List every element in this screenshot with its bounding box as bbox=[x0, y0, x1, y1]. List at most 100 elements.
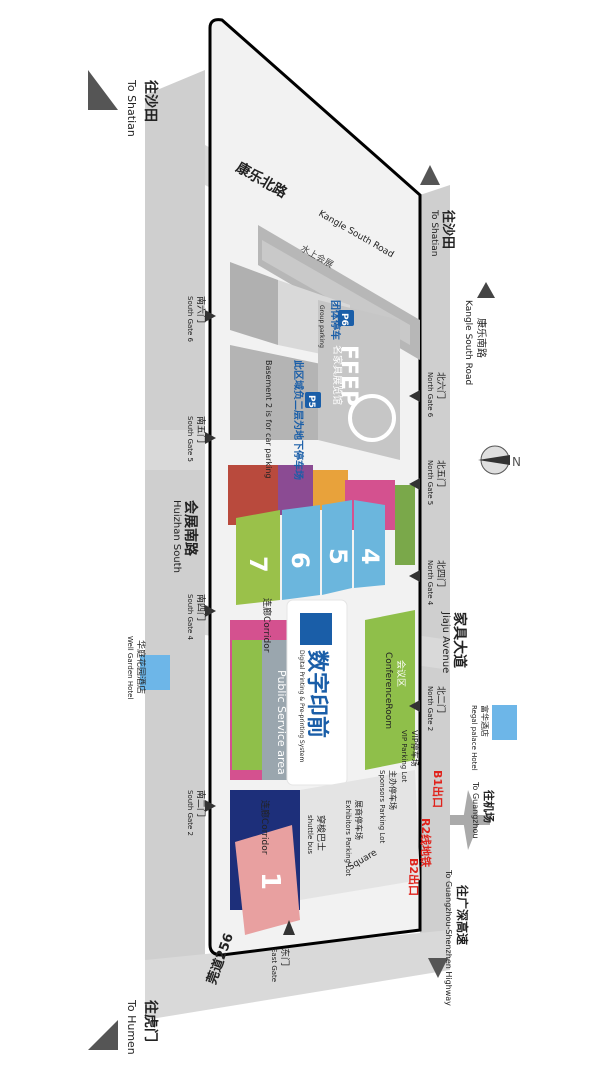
label-north2-en: North Gate 2 bbox=[426, 686, 434, 731]
label-sponsor-cn: 主办停车场 bbox=[388, 770, 398, 810]
label-to-guangshen-cn: 往广深高速 bbox=[455, 885, 470, 945]
label-hotel-left-cn: 华庭花园酒店 bbox=[135, 640, 147, 694]
label-public-en: Public Service area bbox=[275, 670, 288, 775]
label-south4-en: South Gate 4 bbox=[186, 594, 194, 641]
label-p5-en: Basement 2 is for car parking bbox=[264, 360, 273, 478]
label-south5-en: South Gate 5 bbox=[186, 416, 194, 462]
middle-green bbox=[232, 640, 262, 770]
arrow-to-shatian-left bbox=[88, 70, 118, 110]
arrow-kangle-south bbox=[477, 282, 495, 298]
label-p6-en: Group parking bbox=[318, 305, 325, 348]
label-conference-en: ConferenceRoom bbox=[383, 652, 393, 729]
label-digital-cn: 数字印前 bbox=[304, 650, 330, 738]
label-north6-cn: 北六门 bbox=[435, 372, 447, 399]
label-p5-badge: P5 bbox=[306, 395, 316, 408]
p5-badge-icon bbox=[305, 392, 321, 408]
label-corridor-bottom: 连廊 bbox=[259, 800, 271, 818]
label-b2-exit: B2出口 bbox=[407, 858, 421, 896]
hall-block-purple bbox=[278, 465, 313, 515]
label-south4-cn: 南四门 bbox=[195, 594, 207, 621]
hotel-left-icon bbox=[140, 655, 170, 690]
label-to-humen-en: To Humen bbox=[125, 999, 138, 1055]
digital-printing-square bbox=[300, 613, 332, 645]
label-r2-metro: R2线地铁 bbox=[419, 818, 433, 867]
label-to-shatian-right-en: To Shatian bbox=[429, 209, 439, 257]
hall-4 bbox=[354, 500, 385, 588]
label-to-humen-cn: 往虎门 bbox=[142, 1000, 159, 1042]
label-to-airport-en: To Guangzhou bbox=[471, 781, 480, 839]
gate-arrow-north2 bbox=[409, 700, 420, 712]
label-south5-cn: 南五门 bbox=[195, 416, 207, 443]
label-east-en: East Gate bbox=[270, 948, 278, 982]
label-ffep: FFEP bbox=[336, 345, 361, 406]
hall-6 bbox=[282, 505, 320, 600]
parking-lots bbox=[300, 770, 420, 900]
label-p5-cn: 此区域负二层为地下停车场 bbox=[292, 360, 305, 480]
label-hotel-right-en: Regal palace Hotel bbox=[470, 705, 478, 771]
label-corridor-top-en: Corridor bbox=[261, 616, 271, 653]
hall-1-label: 1 bbox=[255, 872, 285, 890]
label-sponsor-en: Sponsors Parking Lot bbox=[378, 770, 386, 844]
airplane-wing bbox=[450, 815, 490, 825]
hall-4-label: 4 bbox=[356, 548, 384, 565]
label-south6-cn: 南六门 bbox=[195, 296, 207, 323]
label-north5-en: North Gate 5 bbox=[426, 460, 434, 505]
label-north6-en: North Gate 6 bbox=[426, 372, 434, 418]
compass-needle bbox=[478, 455, 510, 465]
building-ffep bbox=[318, 300, 400, 460]
hall-7-label: 7 bbox=[244, 556, 272, 573]
label-shuttle-cn: 穿梭巴士 bbox=[315, 815, 327, 851]
label-p6-cn: 团体停车 bbox=[329, 300, 342, 340]
label-kangle-south-en: Kangle South Road bbox=[463, 300, 473, 385]
gate-arrow-south6 bbox=[205, 310, 216, 322]
label-vip-cn: VIP停车场 bbox=[410, 730, 420, 767]
building-p6 bbox=[230, 262, 278, 345]
hall-1 bbox=[235, 825, 300, 935]
arrow-to-humen bbox=[88, 1020, 118, 1050]
label-huizhan-south-cn: 会展南路 bbox=[182, 500, 199, 557]
hall-6-label: 6 bbox=[286, 552, 314, 569]
label-north4-cn: 北四门 bbox=[435, 560, 447, 587]
label-south2-cn: 南二门 bbox=[195, 790, 207, 817]
label-to-shatian-left-cn: 往沙田 bbox=[142, 80, 159, 122]
gate-arrow-north5 bbox=[409, 478, 420, 490]
gate-arrow-north4 bbox=[409, 570, 420, 582]
gate-arrow-south4 bbox=[205, 605, 216, 617]
label-kangle-south-cn: 康乐南路 bbox=[475, 318, 488, 358]
label-to-airport-cn: 往机场 bbox=[482, 790, 496, 823]
road-east bbox=[420, 185, 450, 970]
hall-5-label: 5 bbox=[324, 548, 352, 565]
label-to-guangshen-en: To Guangzhou-Shenzhen Highway bbox=[444, 869, 453, 1006]
hall-block-green-strip bbox=[395, 485, 415, 565]
label-p6-badge: P6 bbox=[339, 313, 349, 326]
road-huizhan bbox=[145, 430, 205, 470]
label-b1-exit: B1出口 bbox=[431, 770, 445, 808]
label-jiaju-avenue-en: Jiaju Avenue bbox=[440, 611, 451, 673]
arrow-to-shatian-right bbox=[420, 165, 440, 185]
hotel-right-icon bbox=[492, 705, 517, 740]
label-hotel-left-en: Well Garden Hotel bbox=[126, 636, 134, 699]
label-conference-cn: 会议区 bbox=[395, 660, 407, 687]
label-hotel-right-cn: 富华酒店 bbox=[480, 705, 490, 737]
label-to-shatian-left-en: To Shatian bbox=[125, 79, 138, 137]
digital-printing-card bbox=[286, 599, 348, 786]
label-public-cn: 餐饮及公共服务区 bbox=[289, 669, 303, 758]
hall-5 bbox=[322, 500, 352, 595]
label-compass: N bbox=[512, 455, 521, 469]
label-huizhan-south-en: Huizhan South bbox=[171, 500, 182, 573]
label-exhibitor-cn: 展商停车场 bbox=[354, 800, 364, 840]
gate-arrow-south2 bbox=[205, 800, 216, 812]
gate-arrow-north6 bbox=[409, 390, 420, 402]
label-corridor-bottom-en: Corridor bbox=[259, 818, 269, 855]
label-south6-en: South Gate 6 bbox=[186, 296, 194, 343]
conference-building bbox=[365, 610, 415, 770]
arrow-to-guangshen bbox=[428, 958, 448, 978]
gate-arrow-east bbox=[283, 920, 295, 935]
gate-arrow-south5 bbox=[205, 432, 216, 444]
label-shuttle-en: shuttle bus bbox=[306, 815, 314, 854]
ffep-ring bbox=[348, 394, 396, 442]
hall-7 bbox=[236, 510, 280, 605]
label-east-cn: 东门 bbox=[279, 948, 291, 966]
road-west bbox=[145, 70, 205, 1020]
